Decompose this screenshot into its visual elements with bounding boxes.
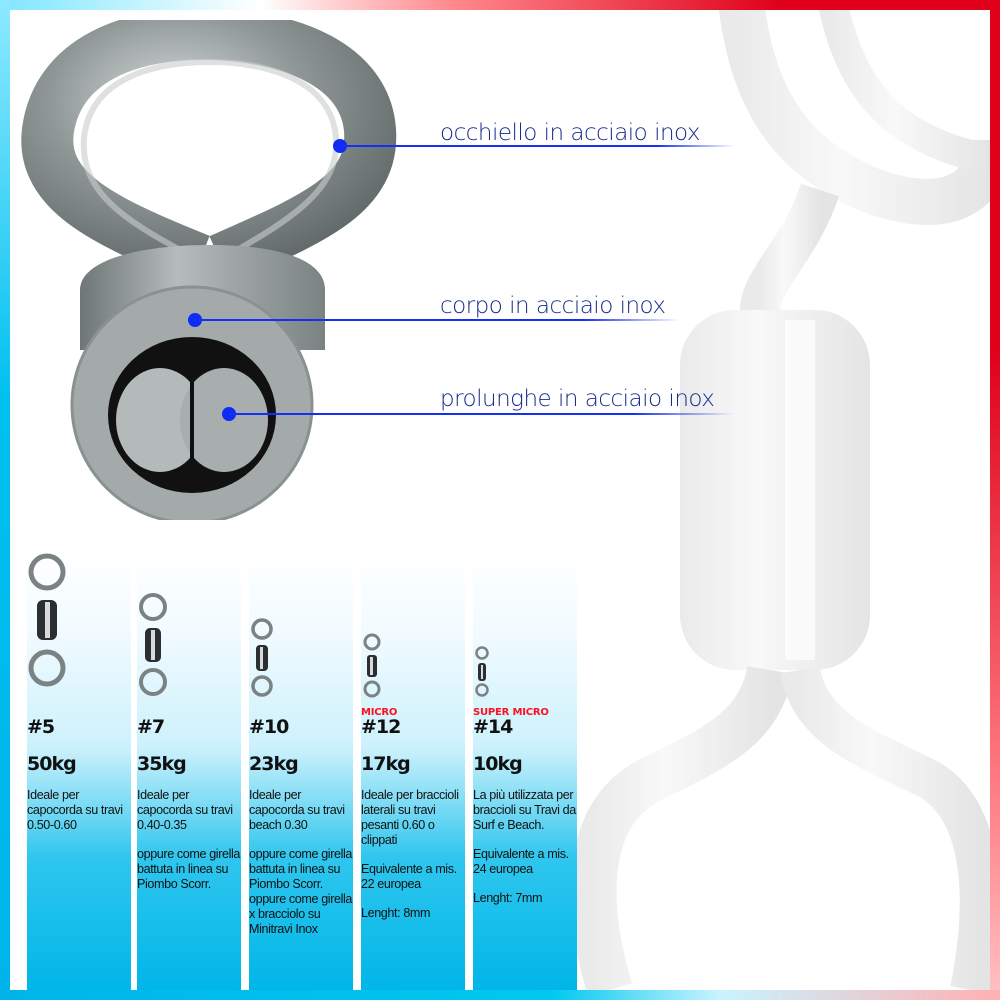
swivel-icon xyxy=(139,593,167,696)
size-description: La più utilizzata per braccioli su Travi… xyxy=(473,788,581,920)
size-tag-micro: MICRO xyxy=(361,707,398,718)
size-number: #14 xyxy=(473,716,513,738)
callout-label-body: corpo in acciaio inox xyxy=(440,293,666,319)
size-number: #10 xyxy=(249,716,289,738)
description-paragraph: oppure come girella battuta in linea su … xyxy=(137,847,241,891)
size-card-5: #5 50kg Ideale per capocorda su travi 0.… xyxy=(27,550,131,990)
size-card-10: #10 23kg Ideale per capocorda su travi b… xyxy=(249,550,353,990)
frame-bottom-edge xyxy=(0,990,1000,1000)
swivel-icon xyxy=(251,618,273,697)
background-swivel-image xyxy=(570,10,990,990)
size-description: Ideale per capocorda su travi beach 0.30… xyxy=(249,788,357,951)
callout-line xyxy=(340,145,735,147)
callout-line xyxy=(195,319,680,321)
description-paragraph: La più utilizzata per braccioli su Travi… xyxy=(473,788,576,832)
size-description: Ideale per braccioli laterali su travi p… xyxy=(361,788,469,935)
description-paragraph: Ideale per capocorda su travi 0.50-0.60 xyxy=(27,788,123,832)
breaking-strength: 17kg xyxy=(361,753,411,775)
description-paragraph: Ideale per capocorda su travi beach 0.30 xyxy=(249,788,345,832)
callout-label-eye: occhiello in acciaio inox xyxy=(440,120,701,146)
description-paragraph: Lenght: 8mm xyxy=(361,906,431,920)
product-infographic: occhiello in acciaio inox corpo in accia… xyxy=(10,10,990,990)
swivel-icon xyxy=(475,646,489,697)
callout-line xyxy=(229,413,734,415)
size-tag-super-micro: SUPER MICRO xyxy=(473,707,549,718)
size-description: Ideale per capocorda su travi 0.50-0.60 xyxy=(27,788,135,847)
callout-label-extensions: prolunghe in acciaio inox xyxy=(440,386,715,412)
callout-eye: occhiello in acciaio inox xyxy=(10,120,990,160)
swivel-icon xyxy=(363,633,381,698)
description-paragraph: Equivalente a mis. 22 europea xyxy=(361,862,457,891)
size-number: #12 xyxy=(361,716,401,738)
description-paragraph: oppure come girella battuta in linea su … xyxy=(249,847,353,936)
callout-body: corpo in acciaio inox xyxy=(10,293,990,337)
breaking-strength: 23kg xyxy=(249,753,299,775)
size-number: #7 xyxy=(137,716,165,738)
size-card-14: SUPER MICRO #14 10kg La più utilizzata p… xyxy=(473,550,577,990)
size-card-7: #7 35kg Ideale per capocorda su travi 0.… xyxy=(137,550,241,990)
breaking-strength: 10kg xyxy=(473,753,523,775)
size-number: #5 xyxy=(27,716,55,738)
size-description: Ideale per capocorda su travi 0.40-0.35 … xyxy=(137,788,245,906)
description-paragraph: Lenght: 7mm xyxy=(473,891,543,905)
description-paragraph: Ideale per capocorda su travi 0.40-0.35 xyxy=(137,788,233,832)
description-paragraph: Ideale per braccioli laterali su travi p… xyxy=(361,788,459,847)
callout-extensions: prolunghe in acciaio inox xyxy=(10,386,990,430)
description-paragraph: Equivalente a mis. 24 europea xyxy=(473,847,569,876)
breaking-strength: 35kg xyxy=(137,753,187,775)
size-card-12: MICRO #12 17kg Ideale per braccioli late… xyxy=(361,550,465,990)
breaking-strength: 50kg xyxy=(27,753,77,775)
swivel-icon xyxy=(28,553,66,687)
eye-swivel-closeup-image xyxy=(21,20,397,520)
frame-left-edge xyxy=(0,0,10,1000)
frame-right-edge xyxy=(990,0,1000,1000)
